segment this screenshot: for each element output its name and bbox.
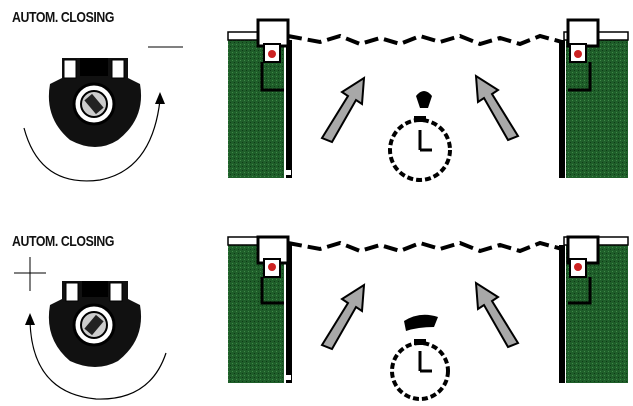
gate-beam xyxy=(288,36,562,44)
plus-icon xyxy=(14,257,46,291)
gate-beam xyxy=(288,243,562,251)
timer-clock-icon xyxy=(390,91,450,180)
key-switch-icon xyxy=(49,281,141,367)
gate-arrow-icon xyxy=(476,76,518,140)
panel-illustration xyxy=(0,203,633,406)
gate-arrow-icon xyxy=(476,283,518,347)
gate-arrow-icon xyxy=(322,285,364,349)
panel-autom-closing-decrease: AUTOM. CLOSING xyxy=(0,0,633,203)
gate-scene xyxy=(228,20,628,180)
gate-scene xyxy=(228,237,628,399)
gate-arrow-icon xyxy=(322,78,364,142)
panel-illustration xyxy=(0,0,633,203)
timer-clock-icon xyxy=(392,315,448,399)
panel-autom-closing-increase: AUTOM. CLOSING xyxy=(0,203,633,406)
key-switch-icon xyxy=(49,58,141,147)
